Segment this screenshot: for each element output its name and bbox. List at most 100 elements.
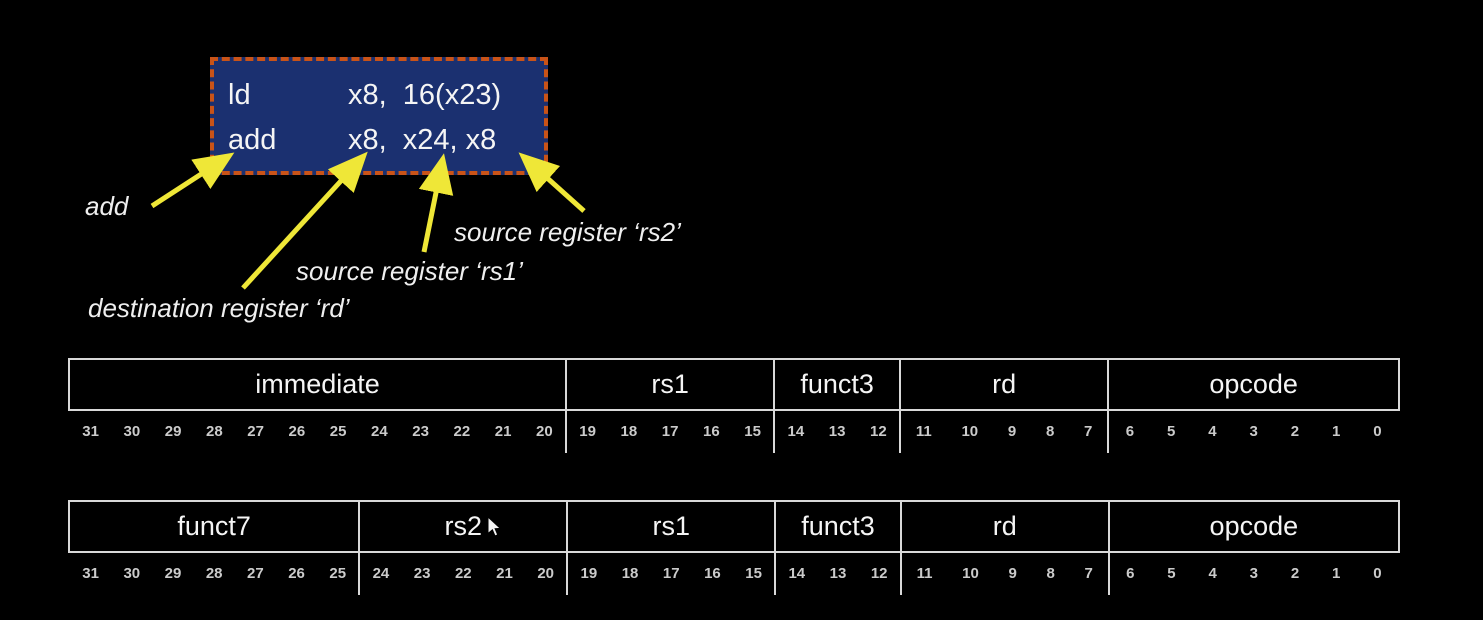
label-destination-register-rd: destination register ‘rd’ <box>88 293 350 323</box>
label-source-register-rs1: source register ‘rs1’ <box>296 256 523 286</box>
bit-number: 16 <box>704 565 721 582</box>
bit-number: 28 <box>205 565 223 582</box>
bit-numbers-funct7: 31 30 29 28 27 26 25 <box>70 553 358 595</box>
bit-numbers-funct3: 14 13 12 <box>773 411 899 453</box>
field-cell-funct3: funct3 <box>773 360 899 409</box>
bit-number: 9 <box>1007 423 1017 440</box>
bit-number: 2 <box>1290 565 1300 582</box>
bit-number: 10 <box>961 423 979 440</box>
code-line-add: add x8, x24, x8 <box>228 118 544 163</box>
bit-number: 7 <box>1084 565 1093 582</box>
bit-number: 6 <box>1125 423 1135 440</box>
bit-number: 31 <box>82 423 99 440</box>
bit-number: 17 <box>662 565 680 582</box>
field-cell-rd: rd <box>899 360 1107 409</box>
bit-number: 4 <box>1208 423 1217 440</box>
bit-numbers-rd: 11 10 9 8 7 <box>899 553 1108 595</box>
field-cell-rs1: rs1 <box>565 360 773 409</box>
label-add: add <box>85 191 129 221</box>
bit-number: 25 <box>329 565 347 582</box>
field-cell-rs2: rs2 <box>358 502 566 551</box>
bit-numbers-funct3: 14 13 12 <box>774 553 900 595</box>
bit-number: 14 <box>787 423 805 440</box>
bit-number: 3 <box>1249 565 1259 582</box>
bit-number: 6 <box>1126 565 1135 582</box>
bit-number: 31 <box>82 565 99 582</box>
field-cell-rs1: rs1 <box>566 502 774 551</box>
bit-number: 8 <box>1046 565 1055 582</box>
bit-number: 0 <box>1373 423 1382 440</box>
label-source-register-rs2: source register ‘rs2’ <box>454 217 681 247</box>
bit-number: 21 <box>494 423 512 440</box>
bit-number: 0 <box>1373 565 1382 582</box>
field-cell-rd: rd <box>899 502 1108 551</box>
bit-number: 18 <box>621 565 639 582</box>
field-cell-funct3: funct3 <box>774 502 900 551</box>
bit-number: 27 <box>247 423 264 440</box>
bit-number: 3 <box>1249 423 1258 440</box>
bit-number: 14 <box>788 565 806 582</box>
bit-number: 1 <box>1332 565 1341 582</box>
bit-number: 30 <box>123 423 141 440</box>
bit-number: 22 <box>453 423 471 440</box>
bit-number: 26 <box>288 565 305 582</box>
bit-numbers-rd: 11 10 9 8 7 <box>899 411 1107 453</box>
bit-number: 18 <box>620 423 638 440</box>
bit-numbers-rs2: 24 23 22 21 20 <box>358 553 566 595</box>
bit-number: 9 <box>1008 565 1017 582</box>
field-cell-opcode: opcode <box>1107 360 1398 409</box>
bit-number: 1 <box>1331 423 1341 440</box>
bit-number: 11 <box>916 565 933 582</box>
bit-numbers-opcode: 6 5 4 3 2 1 0 <box>1107 553 1398 595</box>
bit-number: 26 <box>288 423 306 440</box>
operands: x8, x24, x8 <box>348 124 497 156</box>
bit-number: 5 <box>1166 423 1176 440</box>
bit-number: 12 <box>870 565 888 582</box>
bit-number: 27 <box>247 565 264 582</box>
operands: x8, 16(x23) <box>348 79 502 111</box>
bit-number: 20 <box>537 565 554 582</box>
bit-number: 10 <box>962 565 979 582</box>
field-cell-immediate: immediate <box>255 369 380 399</box>
mnemonic: add <box>228 124 277 156</box>
bit-number: 4 <box>1208 565 1217 582</box>
bit-number: 22 <box>454 565 472 582</box>
field-cell-funct7: funct7 <box>177 511 251 541</box>
arrow-rs1 <box>418 153 454 253</box>
bit-number: 13 <box>828 423 846 440</box>
bit-numbers-immediate: 31 30 29 28 27 26 25 24 23 22 21 20 <box>70 411 565 453</box>
bit-number: 29 <box>164 565 182 582</box>
bit-number: 23 <box>412 423 429 440</box>
bit-number: 16 <box>703 423 720 440</box>
bit-number: 7 <box>1084 423 1093 440</box>
bit-number: 21 <box>496 565 513 582</box>
bit-number: 23 <box>413 565 431 582</box>
bit-number: 11 <box>915 423 932 440</box>
bit-number: 8 <box>1045 423 1055 440</box>
bit-number: 19 <box>579 423 596 440</box>
bit-number: 24 <box>372 565 390 582</box>
bit-number: 19 <box>580 565 598 582</box>
bit-number: 2 <box>1290 423 1300 440</box>
bit-number: 20 <box>536 423 553 440</box>
bit-number: 13 <box>829 565 847 582</box>
bit-number: 29 <box>164 423 182 440</box>
bit-number: 15 <box>744 423 761 440</box>
bit-number: 30 <box>123 565 141 582</box>
bit-number: 5 <box>1167 565 1176 582</box>
bit-number: 12 <box>870 423 887 440</box>
bit-numbers-opcode: 6 5 4 3 2 1 0 <box>1107 411 1398 453</box>
bit-number: 25 <box>329 423 347 440</box>
bit-number: 24 <box>371 423 388 440</box>
bit-number: 28 <box>206 423 223 440</box>
